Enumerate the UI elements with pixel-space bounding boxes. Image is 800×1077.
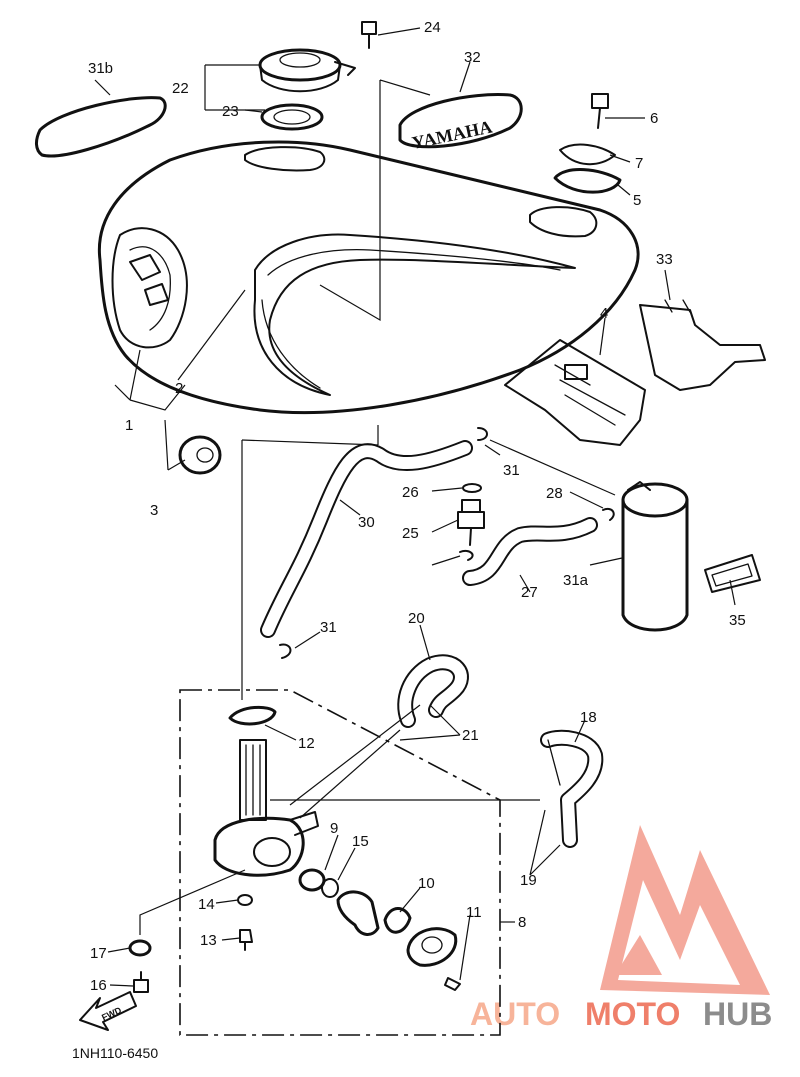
leader-lines	[94, 27, 736, 987]
part-number-5: 5	[633, 192, 641, 209]
part-number-1: 1	[125, 417, 133, 434]
part-number-29: 31a	[563, 572, 589, 589]
part-number-20: 20	[408, 610, 425, 627]
hose-part-30	[260, 440, 473, 638]
part-number-6: 6	[650, 110, 658, 127]
cover-part-4	[504, 339, 646, 446]
bolt-part-6	[591, 93, 609, 129]
part-number-14: 14	[198, 896, 215, 913]
watermark-auto: AUTO	[470, 996, 560, 1032]
screw-part-13	[239, 929, 253, 951]
part-number-32: 32	[464, 49, 481, 66]
canister-part-29	[621, 481, 689, 632]
screw-part-11	[444, 977, 461, 991]
part-number-9: 9	[330, 820, 338, 837]
part-number-31b: 31	[320, 619, 337, 636]
pad-part-33	[35, 96, 167, 158]
fwd-label: FWD	[100, 1005, 123, 1023]
part-number-31a: 31	[503, 462, 520, 479]
part-number-4: 4	[600, 305, 608, 322]
part-number-23: 23	[222, 103, 239, 120]
watermark-logo-icon	[600, 825, 770, 995]
knob-part-10b	[383, 907, 412, 934]
part-number-28a: 28	[546, 485, 563, 502]
bolt-part-24	[361, 21, 377, 49]
part-number-19: 19	[520, 872, 537, 889]
part-number-10: 10	[418, 875, 435, 892]
watermark-moto: MOTO	[585, 996, 680, 1032]
part-number-13: 13	[200, 932, 217, 949]
bracket-part-34	[639, 304, 766, 391]
bolt-part-16	[133, 971, 149, 993]
watermark-hub: HUB	[703, 996, 772, 1032]
washer-part-17	[128, 939, 152, 957]
emblem-part-32: YAMAHA	[398, 93, 523, 153]
emblem-text: YAMAHA	[410, 117, 494, 153]
part-number-35: 35	[729, 612, 746, 629]
clip-part-28b	[459, 550, 474, 561]
damper-part-5	[553, 168, 622, 194]
oring-part-26	[462, 483, 482, 493]
part-number-17: 17	[90, 945, 107, 962]
part-number-16: 16	[90, 977, 107, 994]
part-number-15: 15	[352, 833, 369, 850]
hose-part-20	[397, 654, 469, 728]
watermark-text: AUTO MOTO HUB	[470, 996, 772, 1032]
part-number-18: 18	[580, 709, 597, 726]
part-number-2: 2	[175, 380, 183, 397]
part-number-3: 3	[150, 502, 158, 519]
part-number-11: 11	[466, 904, 482, 921]
part-number-21: 21	[462, 727, 479, 744]
washer-part-7	[559, 143, 616, 166]
gasket-part-23	[260, 103, 324, 131]
clip-part-31a	[477, 427, 488, 441]
clip-part-28a	[602, 508, 615, 521]
fuel-cock-body	[213, 739, 319, 877]
hose-part-27	[462, 517, 598, 586]
fitting-part-25	[457, 499, 485, 546]
part-number-24: 24	[424, 19, 441, 36]
fuel-cap-part-22	[258, 48, 356, 93]
fwd-arrow-icon: FWD	[79, 991, 137, 1031]
clip-part-31b	[279, 643, 292, 659]
assembly-box-part-8	[179, 689, 501, 1036]
part-number-8: 8	[518, 914, 526, 931]
diagram-code: 1NH110-6450	[72, 1045, 158, 1061]
part-number-7: 7	[635, 155, 643, 172]
washer-part-14	[237, 894, 253, 906]
part-number-34: 33	[656, 251, 673, 268]
hose-part-18	[540, 729, 604, 848]
plate-part-11	[406, 927, 458, 967]
cock-part-3	[178, 435, 222, 475]
gasket-part-12	[228, 705, 277, 726]
lever-part-10	[336, 890, 380, 936]
oring-part-15	[321, 878, 339, 898]
part-number-12: 12	[298, 735, 315, 752]
part-number-30: 30	[358, 514, 375, 531]
strap-part-35	[704, 554, 761, 593]
part-number-26: 26	[402, 484, 419, 501]
part-labels: 31b 22 23 24 32 6 7 5 33 4 2 1 3 31 26 2…	[72, 19, 746, 1061]
part-number-22: 22	[172, 80, 189, 97]
part-number-27: 27	[521, 584, 538, 601]
part-number-25: 25	[402, 525, 419, 542]
part-number-33: 31b	[88, 60, 113, 77]
cap-part-9	[298, 868, 326, 892]
fuel-tank	[97, 140, 640, 415]
